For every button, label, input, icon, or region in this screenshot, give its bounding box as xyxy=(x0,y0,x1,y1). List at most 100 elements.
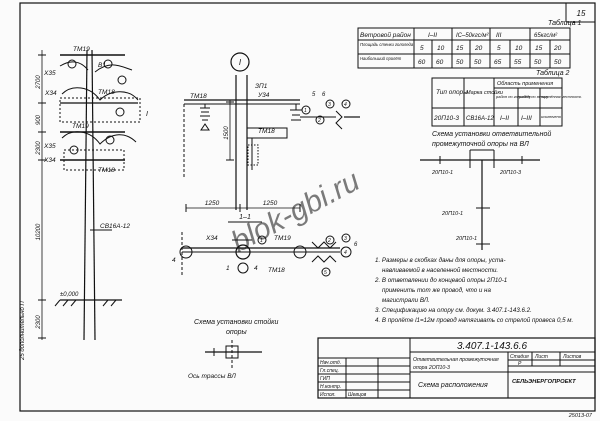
t1-row3-c6: 55 xyxy=(514,59,522,66)
dim-10200: 10200 xyxy=(36,223,42,240)
label-zp1: ЗП1 xyxy=(255,83,268,90)
t2-type: 20П10-3 xyxy=(433,115,459,122)
t1-row1-cell1: I–II xyxy=(428,32,437,39)
description-line-1: Ответвительная промежуточная xyxy=(413,357,499,363)
label-tm18-right: ТМ18 xyxy=(258,128,275,135)
t1-row1-label: Ветровой район xyxy=(360,31,411,39)
org-name: СЕЛЬЭНЕРГОПРОЕКТ xyxy=(512,379,576,385)
t1-row1-cell3: III xyxy=(496,32,502,39)
dim-900: 900 xyxy=(36,114,42,125)
note-3: 3. Спецификацию на опору см. докум. 3.40… xyxy=(375,307,532,314)
label-x34-a: Х34 xyxy=(44,90,57,97)
label-i: I xyxy=(146,111,148,118)
left-pole-elevation xyxy=(38,49,141,341)
section-title: 1–1 xyxy=(239,214,251,221)
stand-scheme-title-2: опоры xyxy=(226,329,248,336)
t1-row2-c7: 15 xyxy=(535,45,543,52)
right-label-b: 20П10-3 xyxy=(499,170,522,176)
sheet-frame xyxy=(19,2,596,412)
t1-row3-c4: 50 xyxy=(474,59,482,66)
staff-name-5: Шевцов xyxy=(348,392,367,398)
t2-wind: I–III xyxy=(521,115,532,122)
right-scheme-drawing xyxy=(420,149,540,250)
staff-role-5: Испол. xyxy=(320,392,336,398)
staff-role-4: Н.контр. xyxy=(320,384,341,390)
section-1-1 xyxy=(179,221,352,277)
t1-row2-c4: 20 xyxy=(474,45,483,52)
t1-row3-label: Наибольший пролёт xyxy=(360,56,402,61)
t1-row3-c3: 50 xyxy=(456,59,464,66)
title-block-code: 3.407.1-143.6.6 xyxy=(457,341,527,352)
dim-2700: 2700 xyxy=(36,75,42,90)
label-tm18-bottom: ТМ18 xyxy=(98,167,115,174)
t2-header-stand: Марка стойки xyxy=(466,89,503,96)
table-1-caption: Таблица 1 xyxy=(548,19,582,27)
section-label-4-left: 4 xyxy=(172,257,176,264)
section-label-1: 1 xyxy=(226,265,230,272)
drawing-title: Схема расположения xyxy=(418,382,488,389)
label-x35-a: Х35 xyxy=(43,70,56,77)
stand-scheme-drawing xyxy=(205,340,262,368)
t1-row1-cell2: IС–50кгс/м² xyxy=(456,33,490,39)
right-label-d: 20П10-1 xyxy=(455,236,477,242)
section-callout-5: 5 xyxy=(324,270,327,276)
corner-code: 25013-07 xyxy=(568,413,593,419)
section-callout-4: 4 xyxy=(344,250,347,256)
title-block xyxy=(317,337,596,399)
side-note: 25 дополнительно П xyxy=(20,300,26,361)
notes: 1. Размеры в скобках даны для опоры, уст… xyxy=(374,257,573,324)
label-sv16a: СВ16А-12 xyxy=(100,223,130,230)
right-label-a: 20П10-1 xyxy=(431,170,453,176)
note-1a: 1. Размеры в скобках даны для опоры, уст… xyxy=(375,257,506,264)
section-label-tm19: ТМ19 xyxy=(274,235,291,242)
label-tm18-left: ТМ18 xyxy=(190,93,207,100)
label-tm19-mid: ТМ19 xyxy=(72,123,89,130)
label-x34-b: Х34 xyxy=(43,157,56,164)
t1-row2-c1: 5 xyxy=(420,45,424,52)
callout-3: 3 xyxy=(328,102,331,108)
section-callout-3: 3 xyxy=(344,236,347,242)
t1-row1-cell4: 65кгс/м² xyxy=(534,33,558,39)
dim-2300-bottom: 2300 xyxy=(36,315,42,330)
section-label-4-mid: 4 xyxy=(254,265,258,272)
t1-row3-c2: 60 xyxy=(436,59,444,66)
t2-header-settlement: населённая местность xyxy=(541,95,582,99)
t2-ice: I–II xyxy=(500,115,509,122)
stage-value: Р xyxy=(518,361,522,367)
t1-row2-c5: 5 xyxy=(497,45,501,52)
note-2a: 2. В ответвлении до концевой опоры 2П10-… xyxy=(374,277,507,284)
t2-header-area: Область применения xyxy=(497,81,553,87)
right-label-c: 20П10-1 xyxy=(441,211,463,217)
callout-2: 2 xyxy=(317,118,321,124)
dim-1250-b: 1250 xyxy=(263,200,278,207)
sheet-header: Лист xyxy=(534,354,548,360)
callout-4: 4 xyxy=(344,102,347,108)
label-tm18-top: ТМ18 xyxy=(98,89,115,96)
note-2c: магистрали ВЛ. xyxy=(382,297,430,304)
label-zero-mark: ±0,000 xyxy=(60,292,79,298)
dim-1500: 1500 xyxy=(224,126,230,140)
sheets-header: Листов xyxy=(562,354,582,360)
detail-i-drawing xyxy=(183,52,360,212)
table-2-caption: Таблица 2 xyxy=(536,69,570,77)
t2-header-ice: район по гололёду xyxy=(495,94,532,99)
section-label-tm18: ТМ18 xyxy=(268,267,285,274)
t2-header-type: Тип опоры xyxy=(436,89,468,96)
section-label-x34: Х34 xyxy=(205,235,218,242)
t2-stand: СВ16А-12 xyxy=(466,116,494,122)
staff-role-3: ГИП xyxy=(320,376,330,382)
t1-row2-c6: 10 xyxy=(515,45,523,52)
note-2b: применить тот же провод, что и на xyxy=(382,287,491,294)
t2-settlement: исключено xyxy=(541,114,562,119)
section-callout-2: 2 xyxy=(327,238,331,244)
dim-1250-a: 1250 xyxy=(205,200,220,207)
t1-row2-c8: 20 xyxy=(553,45,562,52)
dim-2300: 2300 xyxy=(36,141,42,156)
callout-6: 6 xyxy=(322,92,326,98)
note-1b: навливаемой в населенной местности. xyxy=(382,267,498,274)
t2-header-wind: район по ветру xyxy=(518,94,549,99)
t1-row3-c5: 65 xyxy=(494,59,502,66)
t1-row2-label: Площадь стенки гололеда xyxy=(360,42,414,47)
staff-role-2: Гл.спец. xyxy=(320,368,339,374)
